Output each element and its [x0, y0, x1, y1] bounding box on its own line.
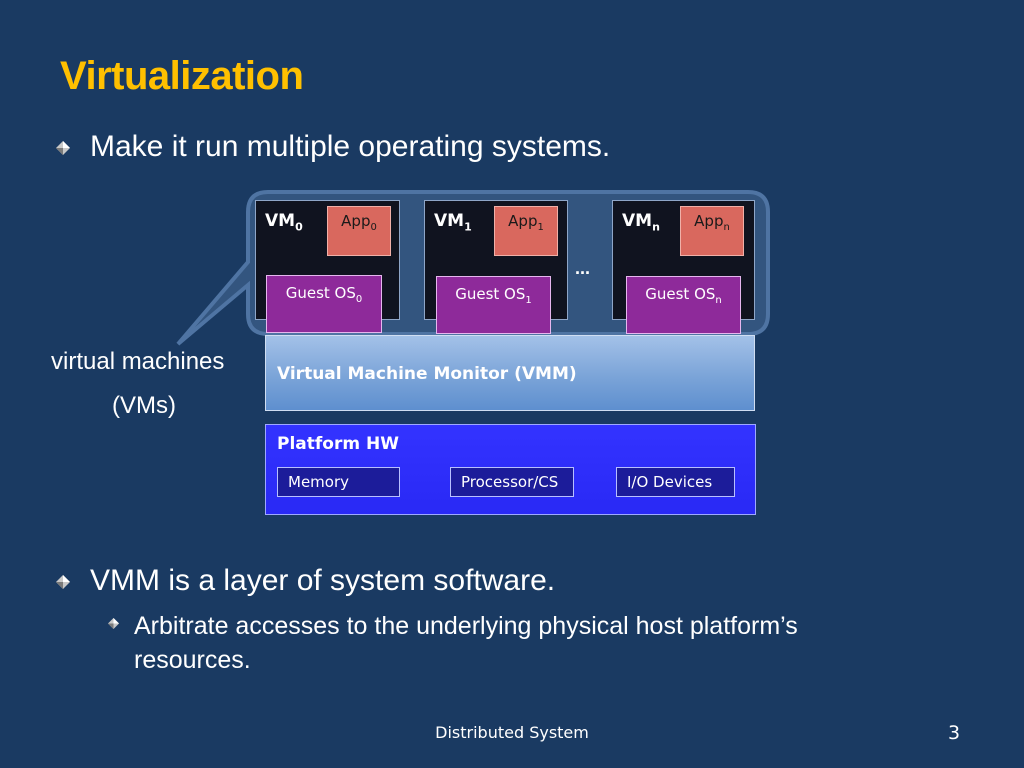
vm-side-label-line2: (VMs): [112, 392, 176, 419]
sub-bullet-text-line1: Arbitrate accesses to the underlying phy…: [134, 612, 798, 640]
hw-io-devices-box: I/O Devices: [616, 467, 735, 497]
app-box-n: Appn: [680, 206, 744, 256]
vm-label: VM0: [265, 211, 303, 234]
page-number: 3: [948, 722, 961, 744]
bullet-diamond-icon: [56, 141, 70, 155]
hw-memory-box: Memory: [277, 467, 400, 497]
guest-os-box-1: Guest OS1: [436, 276, 551, 334]
app-box-1: App1: [494, 206, 558, 256]
sub-bullet-text-line2: resources.: [134, 646, 251, 674]
vmm-label: Virtual Machine Monitor (VMM): [277, 364, 577, 384]
slide-title: Virtualization: [60, 54, 304, 98]
platform-hw-layer: Platform HW Memory Processor/CS I/O Devi…: [265, 424, 756, 515]
app-box-0: App0: [327, 206, 391, 256]
vm-label: VMn: [622, 211, 660, 234]
sub-bullet-diamond-icon: [108, 618, 119, 629]
vmm-layer: Virtual Machine Monitor (VMM): [265, 335, 755, 411]
guest-os-box-0: Guest OS0: [266, 275, 382, 333]
bullet-diamond-icon: [56, 575, 70, 589]
hw-processor-box: Processor/CS: [450, 467, 574, 497]
bullet-text: VMM is a layer of system software.: [90, 564, 556, 597]
slide-footer: Distributed System: [435, 723, 589, 742]
bullet-text: Make it run multiple operating systems.: [90, 130, 611, 163]
vm-ellipsis: ...: [575, 258, 591, 278]
vm-label: VM1: [434, 211, 472, 234]
vm-side-label-line1: virtual machines: [51, 348, 225, 375]
guest-os-box-n: Guest OSn: [626, 276, 741, 334]
platform-label: Platform HW: [277, 434, 399, 454]
